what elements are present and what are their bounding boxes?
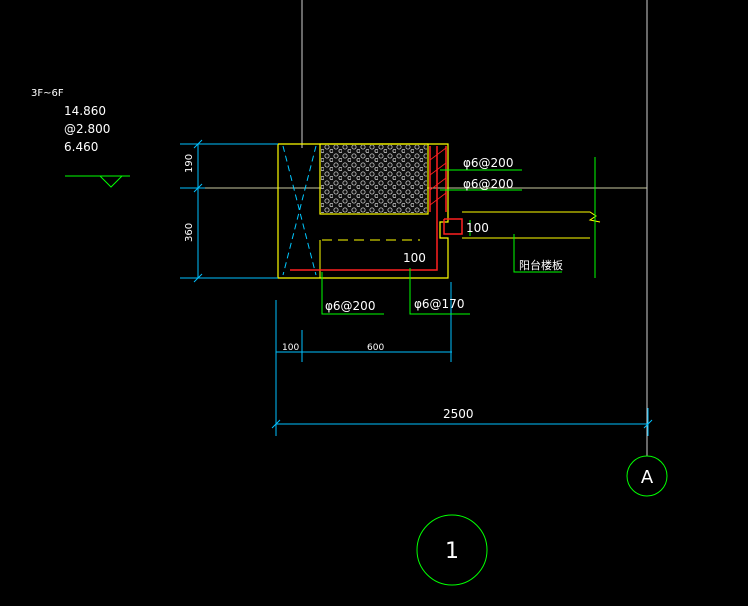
axis-a-circle <box>626 455 668 497</box>
detail-number-circle <box>416 514 488 586</box>
rebar-hatch <box>429 147 447 206</box>
dim-100-inner: 100 <box>403 251 426 265</box>
rebar-lines <box>290 146 463 271</box>
dim-100-left: 100 <box>282 343 299 353</box>
dim-100-right: 100 <box>466 221 489 235</box>
rebar-label-bottom-left: φ6@200 <box>325 299 375 313</box>
gravel-hatch <box>321 145 427 213</box>
axis-a-label: A <box>641 467 654 488</box>
elevation-symbol <box>65 175 130 188</box>
rebar-leaders <box>321 169 562 315</box>
rebar-label-top-2: φ6@200 <box>463 177 513 191</box>
dashed-x-mark <box>282 145 317 276</box>
slab-label: 阳台楼板 <box>519 258 563 272</box>
horizontal-dimension-small <box>275 282 452 362</box>
elevation-3: 6.460 <box>64 140 98 154</box>
elevation-2: @2.800 <box>64 122 110 136</box>
dim-2500: 2500 <box>443 407 474 421</box>
grid-lines <box>180 0 648 455</box>
vertical-dimension <box>180 139 278 283</box>
rebar-label-bottom-right: φ6@170 <box>414 297 464 311</box>
elevation-1: 14.860 <box>64 104 106 118</box>
balcony-slab <box>462 211 601 239</box>
floor-label: 3F~6F <box>31 88 64 99</box>
horizontal-dimension-overall <box>271 362 653 436</box>
dim-190: 190 <box>184 154 195 173</box>
rebar-label-top-1: φ6@200 <box>463 156 513 170</box>
dim-360: 360 <box>184 223 195 242</box>
detail-number: 1 <box>445 539 459 564</box>
dim-600: 600 <box>367 343 384 353</box>
